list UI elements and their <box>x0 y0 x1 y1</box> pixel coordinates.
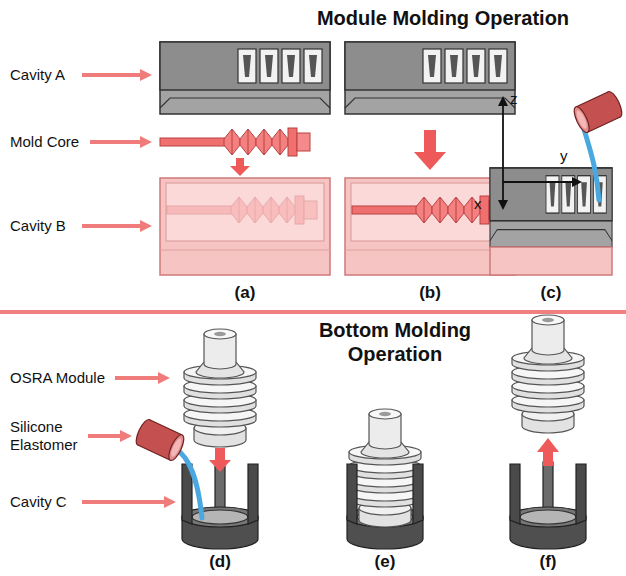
cavity-a <box>490 168 612 247</box>
up-arrow <box>537 438 559 466</box>
part-label: Cavity A <box>10 66 65 84</box>
panel-letter: (b) <box>419 283 441 303</box>
leader-arrow <box>82 69 152 232</box>
mold-core-ghost <box>167 196 317 224</box>
axis-label: z <box>510 90 518 108</box>
cavity-c <box>510 464 586 524</box>
osra-module <box>349 409 421 527</box>
silicone-stream <box>176 449 202 518</box>
axis-label: y <box>560 147 568 165</box>
cavity-c <box>510 462 586 549</box>
mold-core <box>352 196 502 224</box>
section-title: Bottom Molding Operation <box>305 318 485 366</box>
part-label: Silicone Elastomer <box>10 418 100 454</box>
pour-cup <box>571 90 625 135</box>
panel-letter: (e) <box>375 552 396 572</box>
part-label: Cavity C <box>10 493 67 511</box>
part-label: Mold Core <box>10 133 79 151</box>
cavity-a <box>160 42 330 114</box>
part-label: Cavity B <box>10 217 66 235</box>
axis-label: x <box>474 195 482 213</box>
cavity-b <box>160 178 330 275</box>
pour-cup <box>133 418 187 463</box>
down-arrow <box>209 448 231 472</box>
axis-triad <box>498 96 582 210</box>
osra-module <box>184 329 256 447</box>
silicone-stream <box>582 121 599 200</box>
cavity-c <box>347 464 423 524</box>
panel-letter: (d) <box>209 552 231 572</box>
cavity-a <box>345 42 515 114</box>
leader-arrow <box>82 372 176 508</box>
section-title: Module Molding Operation <box>317 6 569 30</box>
down-arrow <box>414 130 446 170</box>
part-label: OSRA Module <box>10 369 105 387</box>
panel-letter: (f) <box>540 552 557 572</box>
cavity-b <box>490 247 612 275</box>
panel-letter: (a) <box>235 283 256 303</box>
down-arrow <box>230 158 250 176</box>
panel-letter: (c) <box>541 283 562 303</box>
osra-module <box>512 315 584 433</box>
mold-core <box>160 128 310 156</box>
section-divider <box>0 310 626 314</box>
